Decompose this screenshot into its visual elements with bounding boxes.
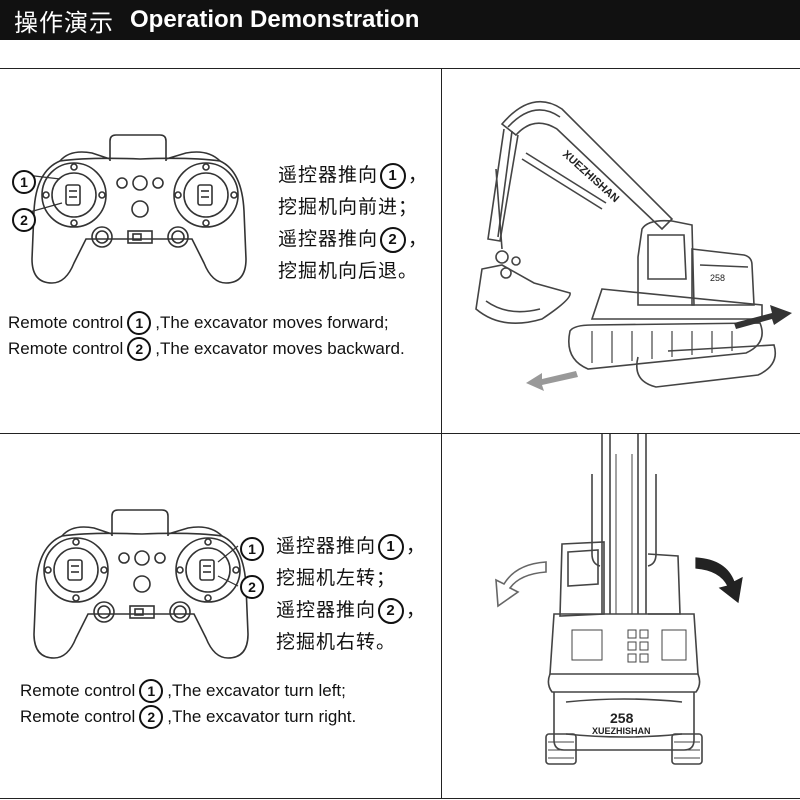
cn-line-2: 挖掘机向前进；: [278, 196, 419, 218]
rotate-right-icon: [695, 557, 743, 604]
remote-controller-icon: [25, 134, 247, 284]
excavator-side-view-icon: XUEZHISHAN 258: [475, 100, 792, 391]
callout-2: 2: [12, 208, 36, 232]
remote-controller-icon: [33, 509, 249, 659]
rotate-left-icon: [495, 561, 547, 608]
page-header: 操作演示 Operation Demonstration: [0, 0, 800, 40]
cn-line-4: 挖掘机右转。: [276, 631, 397, 653]
callout-1: 1: [240, 537, 264, 561]
arrow-backward-icon: [526, 371, 578, 391]
excavator-front-view-icon: 258 XUEZHISHAN: [495, 434, 743, 765]
arrow-forward-icon: [734, 305, 792, 329]
cn-line-2: 挖掘机左转；: [276, 567, 397, 589]
cn-line-4: 挖掘机向后退。: [278, 260, 419, 282]
header-title-cn: 操作演示: [14, 8, 114, 37]
header-title-en: Operation Demonstration: [130, 6, 420, 33]
excavator-model-label: 258: [710, 273, 725, 283]
top-illustration-panel: XUEZHISHAN 258: [442, 69, 800, 433]
callout-1: 1: [12, 170, 36, 194]
bottom-illustration-panel: 258 XUEZHISHAN: [442, 434, 800, 798]
grid-line-vertical: [441, 68, 442, 799]
grid-line-top: [0, 68, 800, 69]
grid-line-middle: [0, 433, 800, 434]
grid-line-bottom: [0, 798, 800, 799]
excavator-brand-label: XUEZHISHAN: [560, 148, 621, 205]
excavator-brand-label: XUEZHISHAN: [592, 726, 651, 736]
excavator-model-label: 258: [610, 710, 634, 726]
callout-2: 2: [240, 575, 264, 599]
